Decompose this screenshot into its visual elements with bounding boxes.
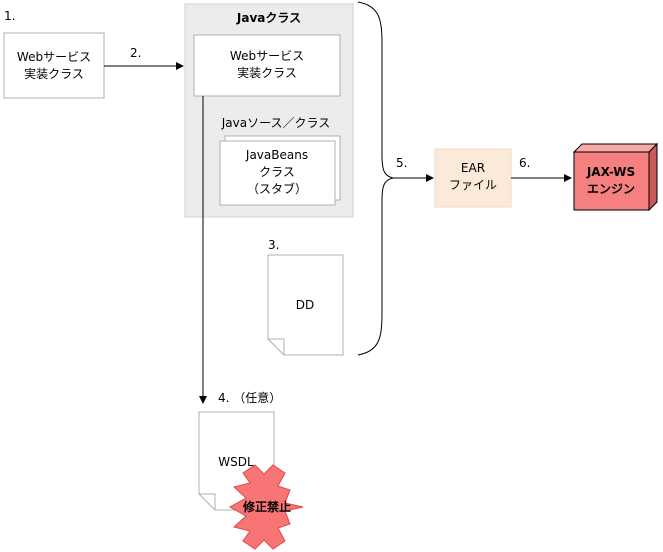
step-1-label: 1. <box>4 9 15 23</box>
group-brace <box>357 1 394 356</box>
jax-ws-engine-box <box>573 151 650 211</box>
jax-ws-engine-line2: エンジン <box>587 182 635 196</box>
javabeans-stub-box <box>219 140 336 206</box>
inner-impl-class-line1: Webサービス <box>230 49 304 63</box>
step-3-label: 3. <box>268 238 279 252</box>
step-6-label: 6. <box>519 156 530 170</box>
edit-prohibited-burst <box>228 464 304 550</box>
web-service-impl-class-line2: 実装クラス <box>24 66 84 81</box>
step-5-label: 5. <box>396 156 407 170</box>
inner-impl-class-line2: 実装クラス <box>237 65 297 80</box>
dd-document-fold <box>268 338 285 355</box>
ear-file-box <box>434 148 512 208</box>
wsdl-document-label: WSDL <box>218 455 254 469</box>
ear-file-line1: EAR <box>461 161 485 175</box>
dd-document-icon <box>267 254 344 356</box>
step-2-label: 2. <box>130 46 141 60</box>
wsdl-document-fold <box>199 493 216 510</box>
javabeans-line2: クラス <box>259 165 295 179</box>
edit-prohibited-label: 修正禁止 <box>242 499 291 514</box>
javabeans-line3: （スタブ） <box>247 181 307 196</box>
dd-document-label: DD <box>296 298 314 312</box>
engine-box-top <box>572 143 659 153</box>
java-classes-title: Javaクラス <box>236 11 301 25</box>
engine-box-side <box>648 142 658 212</box>
jax-ws-engine-line1: JAX-WS <box>586 165 635 179</box>
javabeans-line1: JavaBeans <box>245 148 308 162</box>
step-4-label: 4. （任意） <box>218 390 281 405</box>
web-service-impl-class-line1: Webサービス <box>17 50 91 64</box>
ear-file-line2: ファイル <box>449 178 497 192</box>
inner-web-service-impl-class-box <box>193 34 341 97</box>
web-service-impl-class-box <box>3 32 105 99</box>
java-source-title: Javaソース／クラス <box>221 116 331 130</box>
